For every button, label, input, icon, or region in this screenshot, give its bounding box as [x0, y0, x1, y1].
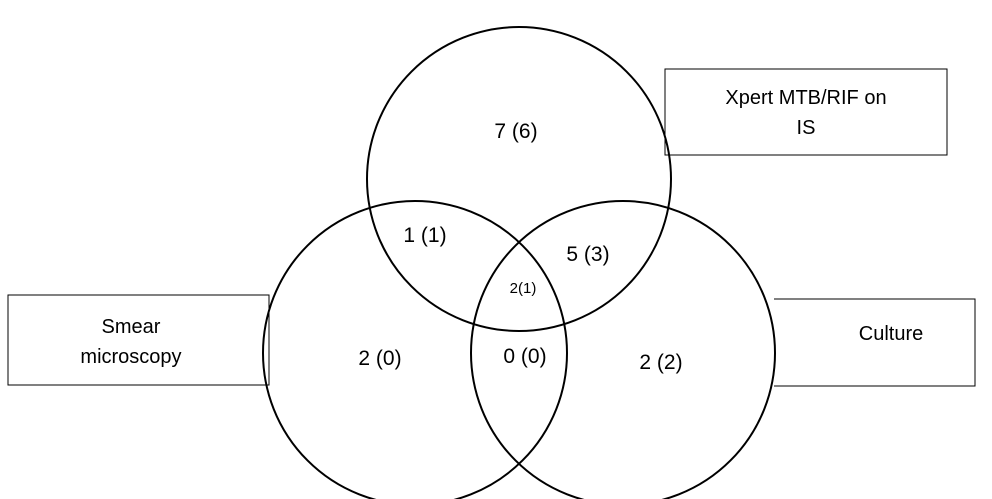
region-smear-only: 2 (0) [358, 347, 401, 370]
culture-label-box [774, 298, 976, 387]
region-smear-culture: 0 (0) [503, 345, 546, 368]
region-xpert-only: 7 (6) [494, 120, 537, 143]
region-all-three: 2(1) [510, 280, 537, 297]
xpert-circle [366, 26, 672, 332]
xpert-label-line2: IS [797, 117, 816, 139]
region-xpert-smear: 1 (1) [403, 224, 446, 247]
xpert-label-box [664, 68, 948, 156]
culture-circle [470, 200, 776, 499]
smear-label-box [7, 294, 270, 386]
culture-label: Culture [859, 323, 923, 345]
region-xpert-culture: 5 (3) [566, 243, 609, 266]
smear-circle [262, 200, 568, 499]
xpert-label-line1: Xpert MTB/RIF on [725, 87, 886, 109]
smear-label-line1: Smear [102, 316, 161, 338]
region-culture-only: 2 (2) [639, 351, 682, 374]
smear-label-line2: microscopy [80, 346, 181, 368]
